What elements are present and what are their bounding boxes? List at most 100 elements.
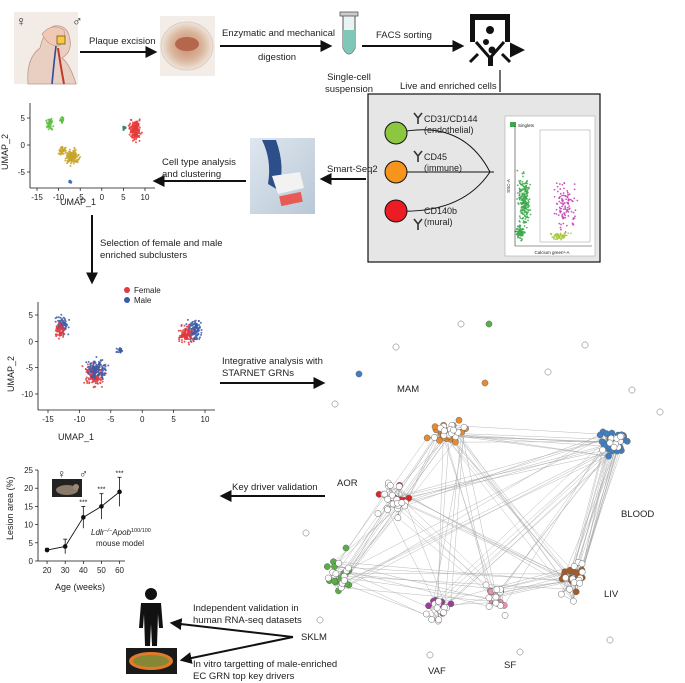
network-node (576, 579, 584, 587)
network-node (578, 568, 586, 576)
network-node (323, 563, 331, 570)
umap1-ylabel: UMAP_2 (0, 134, 10, 170)
umap-cell-dot (45, 119, 48, 122)
legend-male-label: Male (134, 296, 152, 305)
network-edge (435, 435, 611, 601)
facs-event-dot (561, 202, 564, 205)
invitro-label-line1: In vitro targetting of male-enriched (193, 659, 337, 670)
facs-event-dot (525, 226, 528, 229)
facs-event-dot (519, 224, 522, 227)
facs-event-dot (576, 199, 579, 202)
mouse-model-line2: mouse model (96, 539, 144, 548)
facs-event-dot (556, 185, 559, 188)
umap-cell-dot (134, 141, 137, 144)
facs-event-dot (573, 183, 576, 186)
umap-cell-dot (96, 382, 99, 385)
celltype-label-line2: and clustering (162, 169, 221, 180)
facs-event-dot (525, 205, 527, 208)
umap-cell-dot (85, 379, 88, 382)
facs-event-dot (529, 213, 532, 216)
network-edge (573, 446, 605, 567)
umap2-ytick: -5 (26, 364, 34, 373)
network-edge (386, 443, 616, 509)
facs-event-dot (524, 200, 526, 202)
facs-event-dot (517, 225, 520, 228)
umap-cell-dot (198, 324, 201, 327)
umap2-xtick: -10 (74, 415, 86, 424)
umap-cell-dot (60, 313, 63, 316)
network-node (340, 577, 348, 584)
facs-event-dot (566, 191, 569, 194)
network-edge (334, 503, 401, 567)
umap-cell-dot (67, 333, 70, 336)
test-tube-icon (339, 11, 359, 55)
facs-event-dot (549, 232, 552, 235)
umap-cell-dot (85, 361, 88, 364)
marker-mural-name: CD140b (424, 206, 457, 216)
umap-cell-dot (97, 378, 100, 381)
network-edge (578, 438, 612, 584)
umap-cell-dot (67, 326, 70, 329)
network-node (435, 597, 442, 605)
facs-event-dot (560, 207, 563, 210)
facs-event-dot (559, 192, 562, 195)
facs-event-dot (560, 238, 563, 241)
umap-cell-dot (91, 364, 94, 367)
facs-event-dot (520, 183, 523, 186)
network-edge (575, 441, 621, 592)
umap-cell-dot (71, 154, 74, 157)
facs-event-dot (526, 212, 528, 214)
facs-event-dot (566, 195, 569, 198)
umap-cell-dot (187, 343, 190, 346)
umap-cell-dot (87, 365, 90, 368)
network-node (425, 602, 432, 610)
umap-cell-dot (58, 334, 61, 337)
network-node (599, 446, 606, 454)
umap-cell-dot (136, 120, 139, 123)
facs-event-dot (563, 182, 566, 184)
umap-cell-dot (185, 329, 188, 332)
network-label-liv: LIV (604, 589, 619, 600)
umap-cell-dot (84, 377, 87, 380)
network-node (440, 427, 448, 435)
umap-cell-dot (68, 148, 71, 151)
network-edge (437, 439, 623, 609)
facs-event-dot (524, 190, 527, 193)
network-label-aor: AOR (337, 478, 358, 489)
facs-event-dot (573, 197, 576, 200)
lab-photo (250, 138, 315, 214)
network-node (440, 609, 447, 616)
umap-cell-dot (184, 332, 187, 335)
network-node (485, 603, 493, 610)
network-edge (443, 432, 609, 457)
network-node (581, 341, 589, 349)
facs-scatter-plot (504, 115, 596, 257)
facs-event-dot (519, 209, 522, 211)
umap-cell-dot (131, 125, 134, 128)
umap-cell-dot (62, 331, 65, 334)
umap-cell-dot (60, 319, 63, 322)
facs-event-dot (557, 237, 559, 240)
umap-cell-dot (115, 351, 118, 354)
facs-event-dot (527, 199, 530, 202)
facs-event-dot (564, 216, 567, 219)
facs-event-dot (553, 234, 556, 237)
facs-event-dot (558, 206, 561, 209)
umap-cell-dot (45, 121, 48, 124)
facs-event-dot (524, 210, 527, 213)
umap-cell-dot (56, 333, 59, 336)
umap-cell-dot (81, 365, 84, 368)
umap-cell-dot (77, 158, 80, 161)
network-edge (453, 425, 570, 590)
facs-event-dot (521, 195, 524, 198)
facs-event-dot (523, 231, 526, 234)
network-edge (387, 449, 609, 500)
facs-event-dot (566, 209, 569, 212)
facs-event-dot (553, 195, 556, 198)
integrative-label-line1: Integrative analysis with (222, 356, 323, 367)
umap2-xtick: 5 (171, 415, 176, 424)
umap-cell-dot (89, 368, 92, 371)
umap-cell-dot (198, 337, 201, 340)
